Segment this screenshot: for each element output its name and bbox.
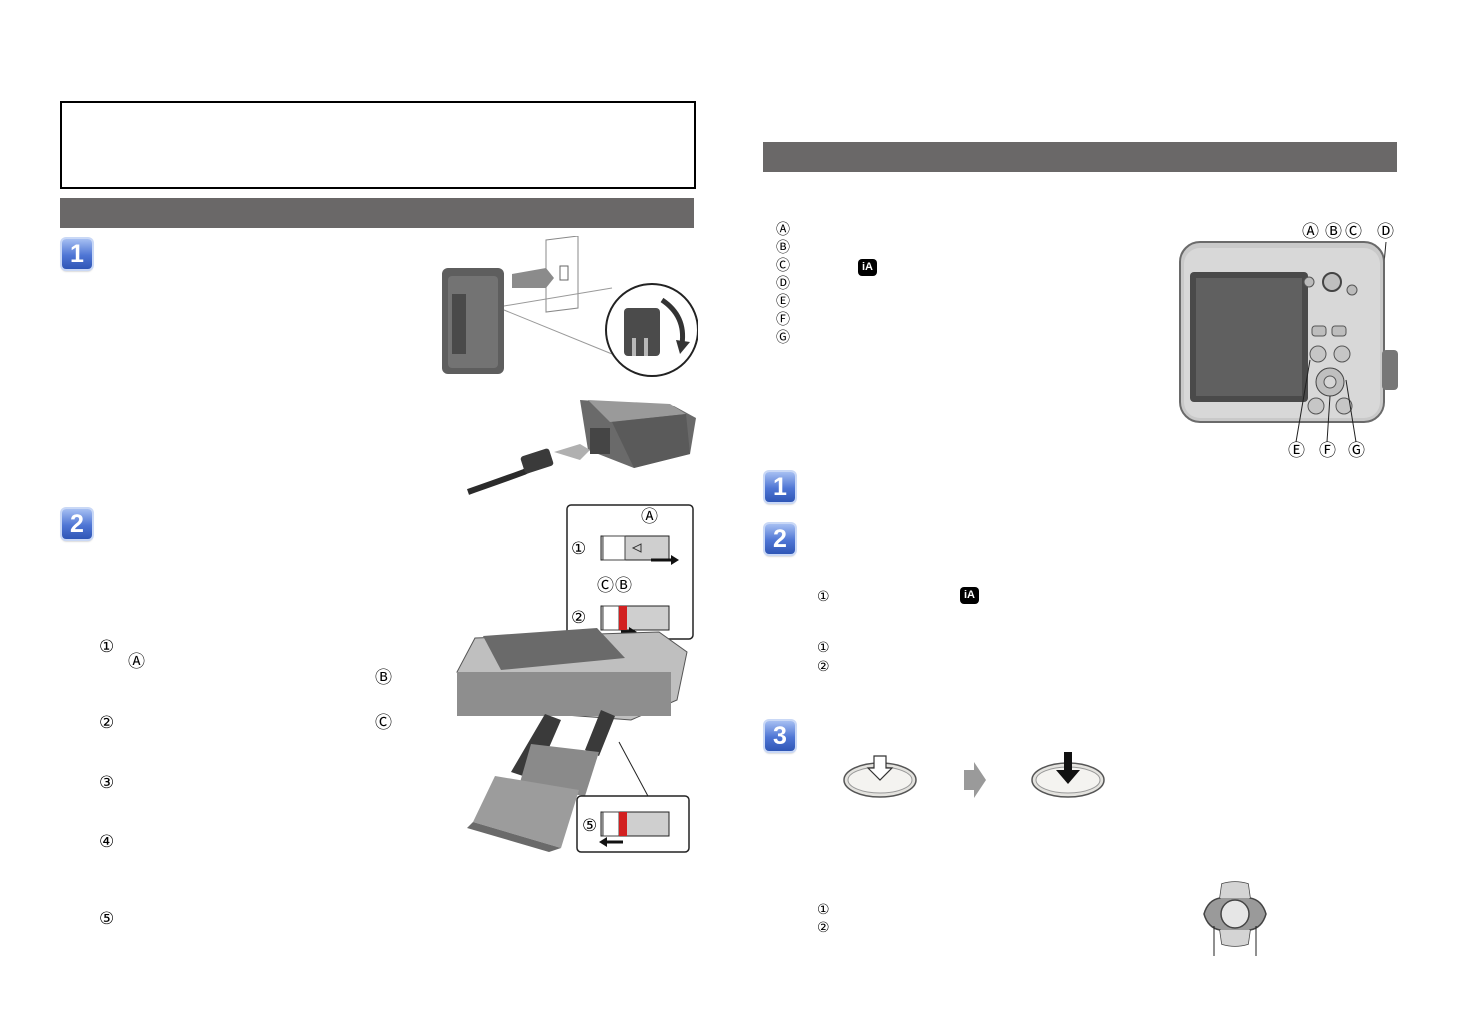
lever-label-5: ⑤ — [582, 816, 598, 835]
insertion-item-2-num: ② — [99, 713, 115, 732]
insertion-item-1-marker: Ⓐ — [128, 652, 145, 671]
inline-marker-b: Ⓑ — [375, 668, 392, 687]
charger-wall-illustration — [442, 236, 698, 377]
camera-label-b: Ⓑ — [1325, 222, 1342, 241]
camera-label-d: Ⓓ — [1377, 222, 1394, 241]
insertion-item-5-num: ⑤ — [99, 909, 115, 928]
lever-label-a: Ⓐ — [641, 507, 658, 526]
step2-ia-icon: iA — [960, 587, 979, 604]
left-section-bar — [60, 198, 694, 228]
shutter-press-illustration — [843, 752, 1105, 798]
intelligent-auto-icon: iA — [858, 259, 877, 276]
lever-label-2: ② — [571, 608, 587, 627]
camera-back-illustration — [1179, 241, 1398, 443]
parts-list-b: Ⓑ — [776, 239, 790, 255]
camera-label-f: Ⓕ — [1319, 441, 1336, 460]
right-step-3-badge: 3 — [765, 721, 795, 751]
step3-item-2: ② — [817, 919, 830, 935]
parts-list-g: Ⓖ — [776, 329, 790, 345]
camera-label-a: Ⓐ — [1302, 222, 1319, 241]
camera-label-c: Ⓒ — [1345, 222, 1362, 241]
step-2-badge: 2 — [62, 509, 92, 539]
camera-label-g: Ⓖ — [1348, 441, 1365, 460]
camera-label-e: Ⓔ — [1288, 441, 1305, 460]
parts-list-f: Ⓕ — [776, 311, 790, 327]
right-step-1-badge: 1 — [765, 472, 795, 502]
charger-cable-illustration — [467, 400, 696, 495]
lever-label-1: ① — [571, 539, 587, 558]
parts-list-d: Ⓓ — [776, 275, 790, 291]
parts-list-a: Ⓐ — [776, 221, 790, 237]
right-section-bar — [763, 142, 1397, 172]
insertion-item-1-num: ① — [99, 637, 115, 656]
step2-sub-item-1: ① — [817, 639, 830, 655]
lever-label-b: Ⓑ — [615, 576, 632, 595]
lever-label-c: Ⓒ — [597, 576, 614, 595]
cursor-button-illustration — [1203, 881, 1267, 956]
inline-marker-c: Ⓒ — [375, 713, 392, 732]
step2-item-1: ① — [817, 588, 830, 604]
insertion-item-4-num: ④ — [99, 832, 115, 851]
parts-list-c: Ⓒ — [776, 257, 790, 273]
right-step-2-badge: 2 — [765, 524, 795, 554]
notice-box — [60, 101, 696, 189]
step2-sub-item-2: ② — [817, 658, 830, 674]
step-1-badge: 1 — [62, 239, 92, 269]
battery-card-insertion-illustration — [456, 504, 694, 853]
parts-list-e: Ⓔ — [776, 293, 790, 309]
insertion-item-3-num: ③ — [99, 773, 115, 792]
step3-item-1: ① — [817, 901, 830, 917]
